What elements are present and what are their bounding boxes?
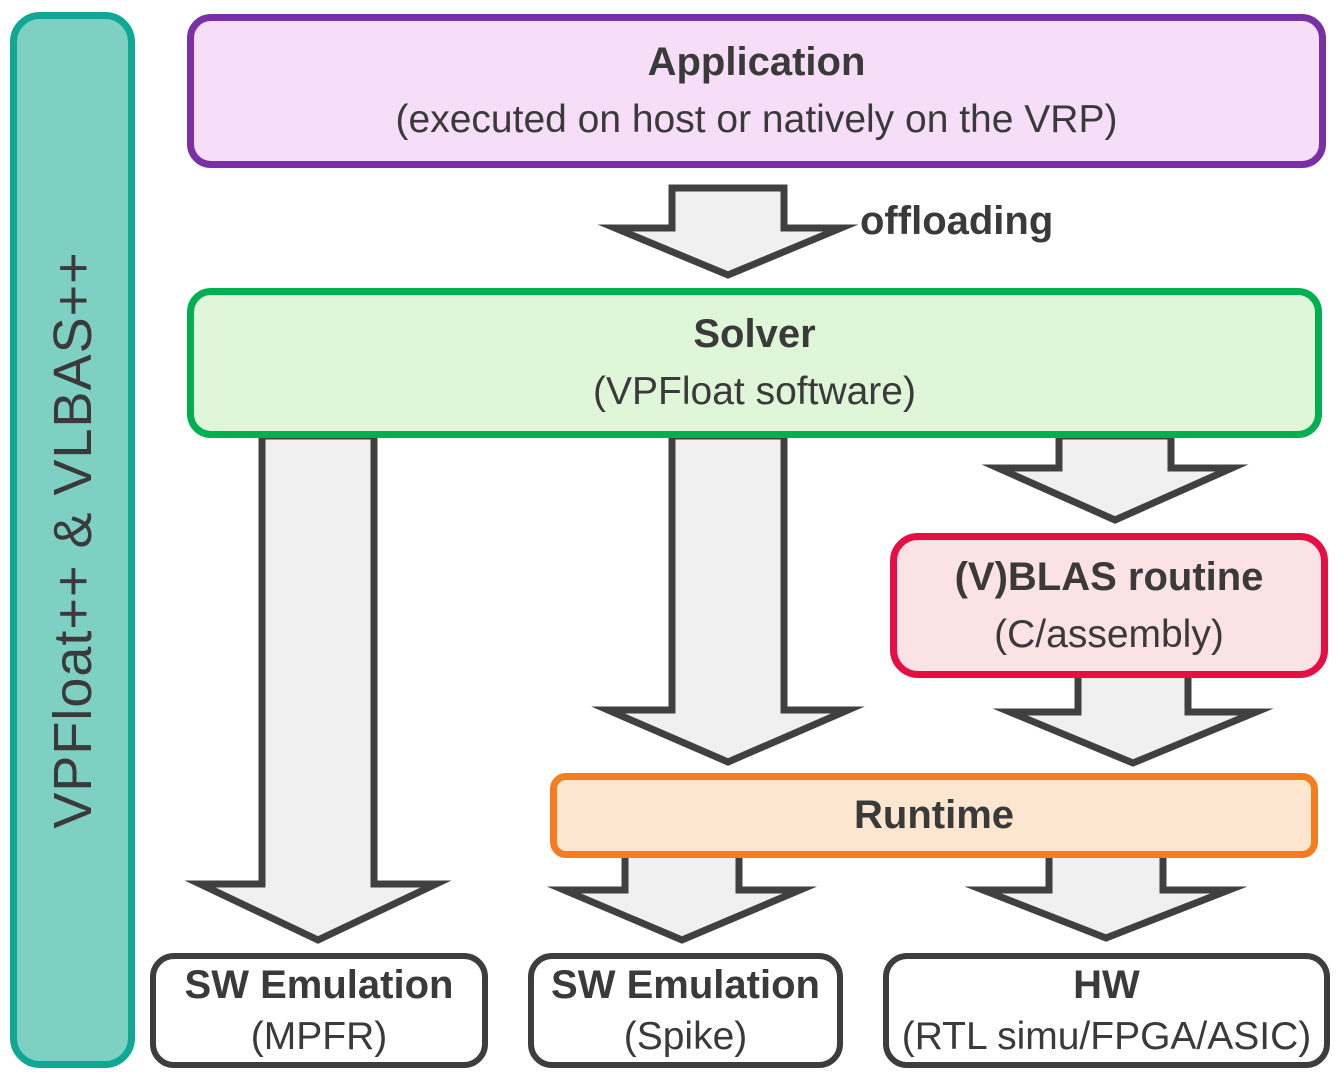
box-vblas-routine: (V)BLAS routine (C/assembly) — [890, 533, 1328, 678]
box-application: Application (executed on host or nativel… — [187, 14, 1326, 168]
vblas-title: (V)BLAS routine — [954, 554, 1264, 599]
sidebar-vpfloat-vlbas: VPFloat++ & VLBAS++ — [10, 12, 135, 1068]
box-runtime: Runtime — [550, 773, 1318, 858]
sidebar-label: VPFloat++ & VLBAS++ — [42, 251, 103, 829]
application-title: Application — [647, 40, 866, 84]
solver-subtitle: (VPFloat software) — [593, 370, 916, 413]
box-hw: HW (RTL simu/FPGA/ASIC) — [883, 953, 1330, 1068]
vblas-subtitle: (C/assembly) — [994, 612, 1224, 656]
box-solver: Solver (VPFloat software) — [187, 288, 1322, 438]
box-sw-emulation-mpfr: SW Emulation (MPFR) — [150, 953, 488, 1068]
offloading-label: offloading — [860, 199, 1054, 243]
solver-title: Solver — [693, 312, 816, 356]
box-sw-emulation-spike: SW Emulation (Spike) — [528, 953, 843, 1068]
swemu-spike-subtitle: (Spike) — [623, 1014, 748, 1058]
swemu-mpfr-title: SW Emulation — [184, 962, 454, 1007]
runtime-title: Runtime — [854, 793, 1014, 837]
arrow-runtime-to-swemu-spike-icon — [546, 846, 818, 944]
hw-title: HW — [1073, 962, 1140, 1007]
arrow-solver-to-runtime-icon — [591, 432, 865, 766]
arrow-offloading-icon — [597, 184, 859, 279]
swemu-mpfr-subtitle: (MPFR) — [250, 1014, 388, 1058]
arrow-vblas-to-runtime-icon — [992, 668, 1274, 767]
arrow-runtime-to-hw-icon — [964, 846, 1248, 942]
swemu-spike-title: SW Emulation — [551, 962, 820, 1007]
hw-subtitle: (RTL simu/FPGA/ASIC) — [901, 1014, 1312, 1058]
application-subtitle: (executed on host or natively on the VRP… — [395, 98, 1118, 141]
arrow-solver-to-vblas-icon — [981, 432, 1249, 524]
arrow-solver-to-swemu-mpfr-icon — [184, 432, 452, 944]
